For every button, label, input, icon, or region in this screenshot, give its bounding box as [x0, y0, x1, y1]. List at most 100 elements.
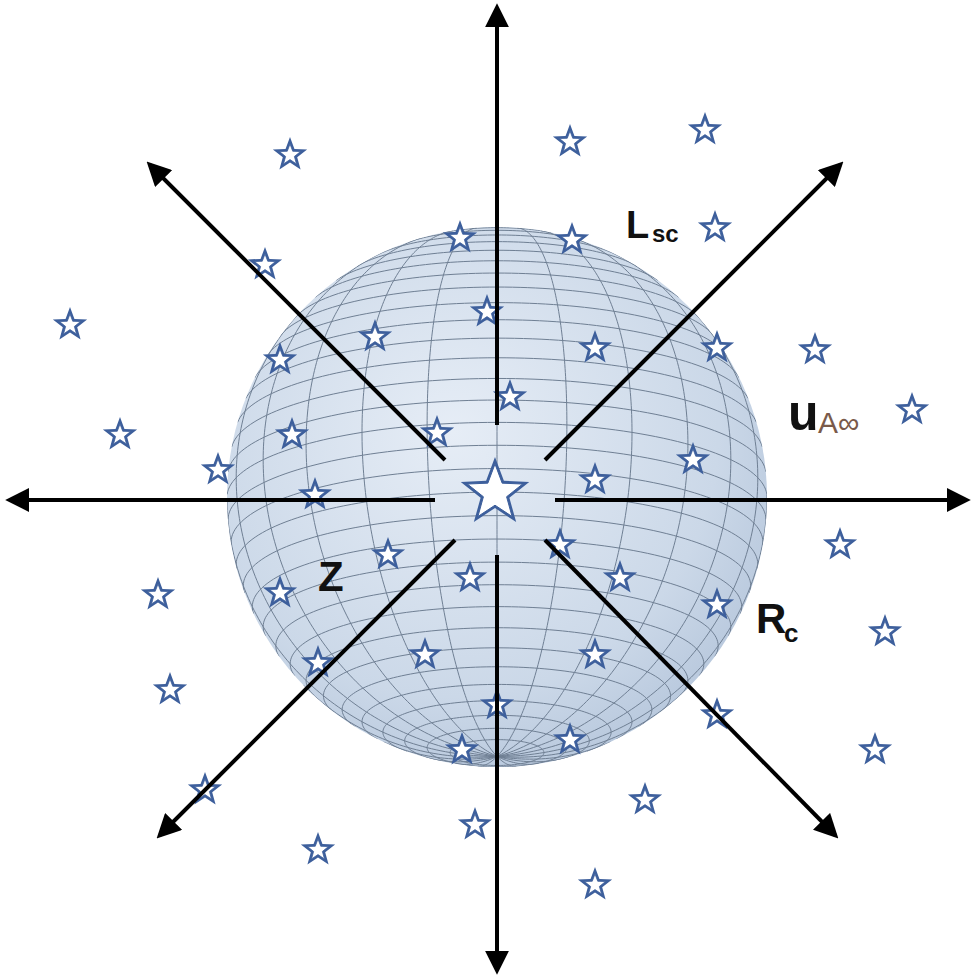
star-outline [408, 637, 442, 670]
star-inner [365, 326, 386, 346]
star-outline [141, 577, 175, 610]
radial-arrow [495, 555, 499, 970]
star-inner [635, 789, 656, 809]
star [103, 417, 137, 450]
star-inner [830, 534, 851, 554]
star-inner [585, 337, 606, 357]
length-symbol: L [626, 206, 649, 244]
star-outline [358, 319, 392, 352]
grid-line [296, 273, 497, 316]
star-inner [415, 644, 436, 664]
star-outline [461, 457, 529, 522]
grid-line [380, 235, 497, 254]
star [263, 342, 297, 375]
star [358, 319, 392, 352]
star-outline [443, 220, 477, 253]
star-outline [301, 645, 335, 678]
grid-line [497, 701, 611, 752]
star-inner [477, 301, 498, 321]
subscript: c [784, 620, 798, 646]
star-inner [460, 567, 481, 587]
star-inner [452, 739, 473, 759]
star-inner [562, 229, 583, 249]
star-inner [467, 464, 522, 516]
star [443, 220, 477, 253]
star [688, 112, 722, 145]
grid-line [497, 756, 539, 764]
grid-line [497, 287, 713, 335]
star-inner [282, 424, 303, 444]
subscript: A∞ [818, 408, 859, 438]
grid-line [497, 320, 739, 378]
star-inner [160, 679, 181, 699]
star-outline [688, 112, 722, 145]
star-inner [707, 337, 728, 357]
radial-arrow [545, 165, 840, 460]
star-inner [610, 567, 631, 587]
star [553, 722, 587, 755]
grid-line [497, 684, 632, 739]
grid-line [497, 648, 671, 712]
star-outline [700, 330, 734, 363]
grid-line [323, 648, 497, 712]
grid-line [315, 261, 497, 297]
star-outline [553, 124, 587, 157]
grid-line [227, 502, 497, 757]
star [700, 330, 734, 363]
star-outline [301, 832, 335, 865]
star [53, 307, 87, 340]
grid-line [263, 254, 497, 757]
star [676, 442, 710, 475]
star [371, 537, 405, 570]
star [458, 807, 492, 840]
radial-arrow [555, 498, 966, 502]
grid-line [497, 254, 731, 757]
star-inner [500, 386, 521, 406]
star-outline [578, 867, 612, 900]
star [248, 247, 282, 280]
grid-line [306, 238, 497, 757]
grid-line [497, 231, 632, 757]
star-inner [270, 349, 291, 369]
central-star [461, 457, 529, 522]
radius-symbol: R [756, 598, 786, 640]
star-inner [308, 839, 329, 859]
star-inner [902, 399, 923, 419]
radial-arrow [545, 540, 835, 835]
star [445, 732, 479, 765]
star [408, 637, 442, 670]
star [273, 137, 307, 170]
star-outline [53, 307, 87, 340]
star-outline [298, 477, 332, 510]
subscript: sc [652, 222, 679, 246]
grid-line [290, 607, 497, 676]
star-inner [560, 131, 581, 151]
star-outline [676, 442, 710, 475]
star-outline [273, 137, 307, 170]
star-inner [875, 621, 896, 641]
star-outline [578, 330, 612, 363]
grid-line [358, 242, 497, 266]
star [201, 452, 235, 485]
star [578, 330, 612, 363]
star [603, 560, 637, 593]
star-inner [270, 582, 291, 602]
star-outline [798, 332, 832, 365]
star [553, 124, 587, 157]
axis-symbol: Z [318, 556, 344, 598]
star-outline [628, 782, 662, 815]
star [555, 222, 589, 255]
star-inner [550, 534, 571, 554]
radial-arrow [495, 8, 499, 425]
star [453, 560, 487, 593]
star-inner [585, 644, 606, 664]
grid-line [383, 701, 497, 752]
star-outline [578, 462, 612, 495]
star-outline [858, 732, 892, 765]
star [578, 867, 612, 900]
radial-arrow [150, 165, 445, 460]
star-inner [110, 424, 131, 444]
star [858, 732, 892, 765]
star [301, 645, 335, 678]
star [275, 417, 309, 450]
